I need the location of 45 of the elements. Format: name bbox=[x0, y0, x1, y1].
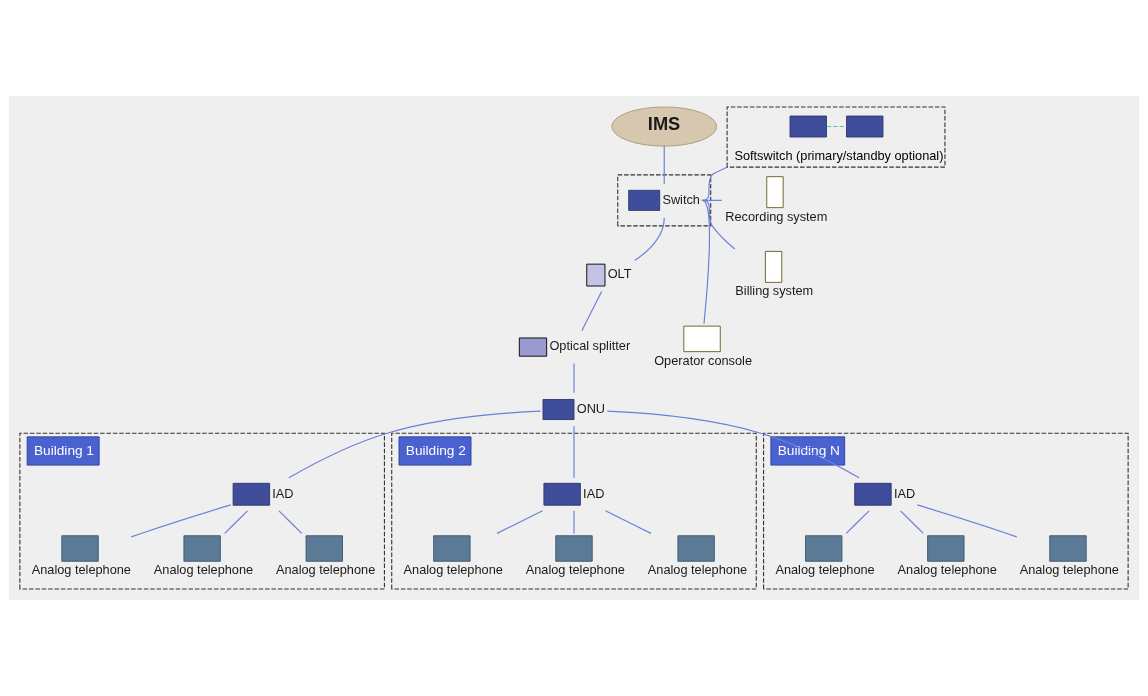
connector bbox=[224, 510, 249, 534]
node-label: Switch bbox=[662, 191, 700, 207]
node-label: Analog telephone bbox=[525, 562, 625, 578]
node-label: IAD bbox=[583, 485, 605, 501]
node-label: Recording system bbox=[725, 208, 828, 224]
connector bbox=[701, 166, 728, 201]
connector bbox=[634, 217, 665, 262]
connector bbox=[916, 504, 1018, 538]
connector bbox=[606, 410, 860, 479]
node-label: Analog telephone bbox=[153, 562, 254, 578]
node-label: Analog telephone bbox=[31, 562, 131, 578]
node-box bbox=[789, 115, 827, 138]
connector bbox=[604, 510, 652, 534]
connector bbox=[573, 363, 575, 394]
connector bbox=[573, 510, 575, 534]
connector bbox=[581, 291, 603, 332]
cluster: Softswitch (primary/standby optional) bbox=[726, 106, 946, 168]
node-label: Analog telephone bbox=[897, 562, 997, 578]
node-label: Analog telephone bbox=[403, 562, 503, 578]
node-label: Billing system bbox=[735, 283, 814, 299]
node-label: OLT bbox=[607, 266, 632, 282]
connector bbox=[573, 425, 575, 479]
connector bbox=[701, 199, 711, 325]
node-label: ONU bbox=[576, 400, 606, 416]
node-box bbox=[846, 115, 884, 138]
connector bbox=[663, 145, 665, 185]
connector bbox=[496, 510, 544, 534]
connector bbox=[701, 199, 723, 201]
connector bbox=[899, 510, 924, 534]
cluster bbox=[617, 174, 712, 227]
connector bbox=[845, 510, 870, 534]
node-label: Analog telephone bbox=[647, 562, 748, 578]
connector bbox=[701, 199, 736, 250]
node-ellipse: IMS bbox=[611, 106, 718, 147]
connector bbox=[826, 125, 847, 128]
node-label: Optical splitter bbox=[549, 338, 631, 354]
node-label: IAD bbox=[893, 485, 916, 501]
connector bbox=[278, 510, 303, 534]
node-label: Analog telephone bbox=[775, 562, 875, 578]
connector bbox=[288, 410, 542, 479]
node-label: IAD bbox=[272, 485, 294, 501]
node-label: Analog telephone bbox=[275, 562, 376, 578]
connector bbox=[130, 504, 232, 538]
node-label: Operator console bbox=[654, 352, 753, 368]
node-label: Analog telephone bbox=[1019, 562, 1119, 578]
